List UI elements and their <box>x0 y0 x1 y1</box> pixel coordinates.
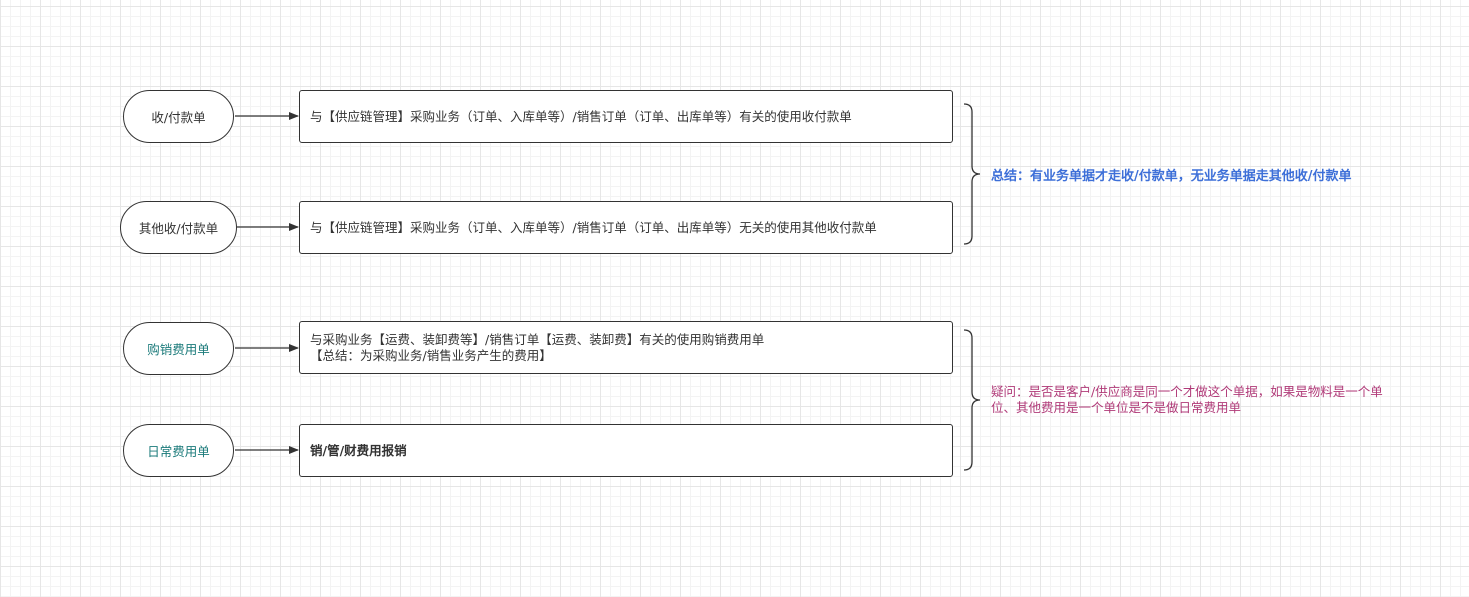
payment-receipt-node[interactable]: 收/付款单 <box>123 90 234 143</box>
description-text: 销/管/财费用报销 <box>310 442 407 458</box>
other-payment-receipt-description[interactable]: 与【供应链管理】采购业务（订单、入库单等）/销售订单（订单、出库单等）无关的使用… <box>299 201 953 254</box>
purchase-sales-expense-node[interactable]: 购销费用单 <box>123 322 234 375</box>
purchase-sales-expense-description[interactable]: 与采购业务【运费、装卸费等】/销售订单【运费、装卸费】有关的使用购销费用单 【总… <box>299 321 953 374</box>
daily-expense-node[interactable]: 日常费用单 <box>123 424 234 477</box>
description-summary-text: 【总结：为采购业务/销售业务产生的费用】 <box>310 347 552 363</box>
payment-summary-note: 总结：有业务单据才走收/付款单，无业务单据走其他收/付款单 <box>991 169 1352 184</box>
description-text: 与【供应链管理】采购业务（订单、入库单等）/销售订单（订单、出库单等）无关的使用… <box>310 219 877 235</box>
brace-expense <box>963 329 981 471</box>
node-label: 日常费用单 <box>147 444 210 459</box>
brace-payment <box>963 103 981 245</box>
node-label: 其他收/付款单 <box>138 221 219 236</box>
description-text: 与采购业务【运费、装卸费等】/销售订单【运费、装卸费】有关的使用购销费用单 <box>310 331 765 347</box>
node-label: 购销费用单 <box>147 342 210 357</box>
expense-question-note: 疑问：是否是客户/供应商是同一个才做这个单据，如果是物料是一个单位、其他费用是一… <box>991 384 1383 415</box>
daily-expense-description[interactable]: 销/管/财费用报销 <box>299 424 953 477</box>
payment-receipt-description[interactable]: 与【供应链管理】采购业务（订单、入库单等）/销售订单（订单、出库单等）有关的使用… <box>299 90 953 143</box>
description-text: 与【供应链管理】采购业务（订单、入库单等）/销售订单（订单、出库单等）有关的使用… <box>310 108 852 124</box>
other-payment-receipt-node[interactable]: 其他收/付款单 <box>120 201 237 254</box>
node-label: 收/付款单 <box>151 110 206 125</box>
